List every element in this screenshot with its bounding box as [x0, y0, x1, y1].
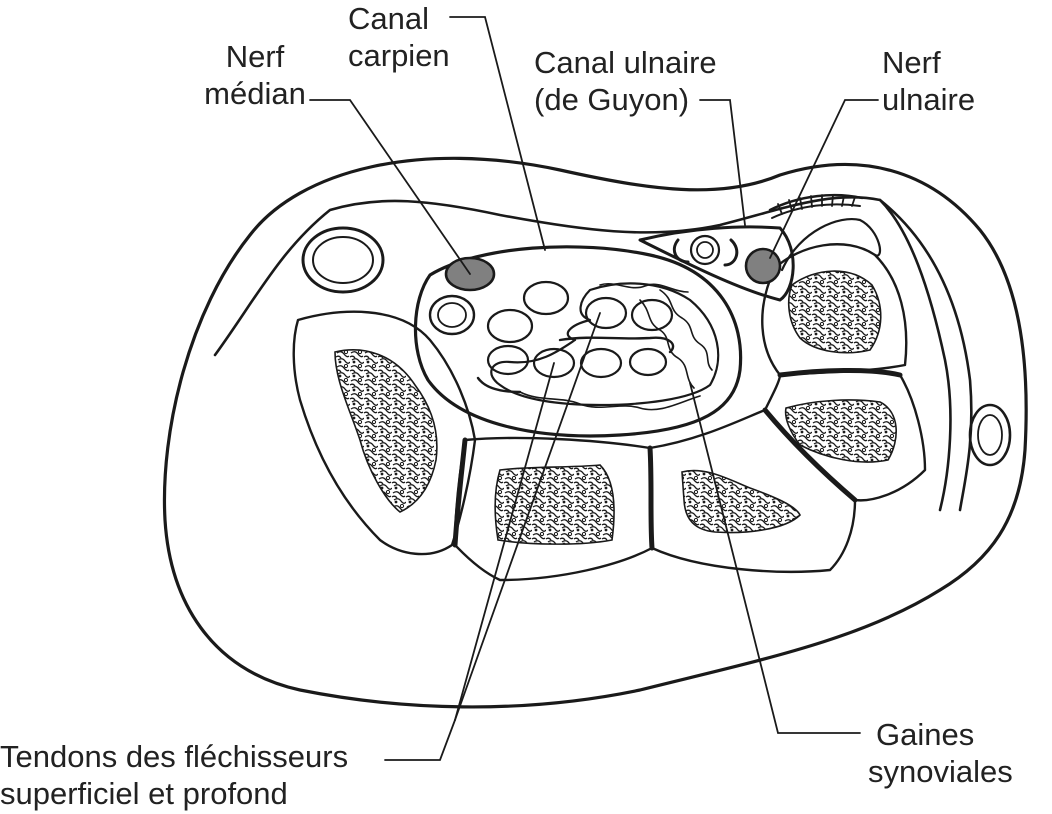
- label-nerf-median-line2: médian: [204, 76, 306, 111]
- synovial-sheath: [490, 282, 720, 407]
- carpal-3-medulla: [784, 399, 897, 463]
- leader-canal-ulnaire: [699, 99, 746, 226]
- label-canal-ulnaire: Canal ulnaire (de Guyon): [534, 44, 717, 118]
- label-tendons: Tendons des fléchisseurs superficiel et …: [0, 738, 348, 812]
- radius-bone: [292, 310, 477, 556]
- label-canal-carpien-line1: Canal: [348, 1, 429, 36]
- flexor-tendon: [628, 347, 668, 377]
- label-gaines-synoviales: Gaines synoviales: [868, 716, 1013, 790]
- pisiform-bone: [761, 243, 908, 377]
- flexor-tendon: [486, 344, 530, 376]
- label-nerf-median-line1: Nerf: [225, 39, 285, 74]
- flexor-tendon: [579, 347, 623, 379]
- inner-tissue-line: [213, 196, 973, 512]
- label-tendons-line2: superficiel et profond: [0, 776, 288, 811]
- flexor-pollicis-tendon: [428, 294, 476, 336]
- radial-artery: [301, 226, 385, 294]
- flexor-tendon: [584, 296, 628, 330]
- flexor-tendon: [532, 347, 576, 379]
- skin-outline: [162, 156, 1028, 709]
- label-canal-carpien: Canal carpien: [348, 0, 450, 74]
- label-nerf-ulnaire: Nerf ulnaire: [882, 44, 975, 118]
- flexor-tendon: [630, 298, 674, 332]
- leader-tendons: [384, 719, 456, 761]
- radius-medulla: [334, 349, 438, 513]
- label-nerf-median: Nerf médian: [200, 38, 310, 112]
- leader-nerf-ulnaire: [769, 99, 879, 259]
- flexor-tendon: [486, 308, 534, 344]
- ulnar-nerve: [744, 247, 782, 285]
- ulnar-canal-outline: [638, 225, 795, 302]
- pisiform-medulla: [787, 270, 882, 354]
- carpal-tunnel-outline: [413, 245, 743, 438]
- leader-canal-carpien: [449, 16, 546, 251]
- label-canal-ulnaire-line2: (de Guyon): [534, 82, 690, 117]
- carpal-2-medulla: [681, 469, 801, 534]
- label-nerf-ulnaire-line1: Nerf: [882, 45, 941, 80]
- label-nerf-ulnaire-line2: ulnaire: [882, 82, 976, 117]
- label-gaines-line1: Gaines: [876, 717, 975, 752]
- leader-nerf-median: [309, 99, 471, 275]
- ulnar-vein: [968, 403, 1012, 467]
- leader-gaines: [689, 382, 861, 734]
- label-gaines-line2: synoviales: [868, 754, 1013, 789]
- label-canal-ulnaire-line1: Canal ulnaire: [534, 45, 717, 80]
- label-canal-carpien-line2: carpien: [348, 38, 450, 73]
- flexor-tendon: [522, 280, 570, 316]
- carpal-1-medulla: [494, 464, 615, 545]
- label-tendons-line1: Tendons des fléchisseurs: [0, 739, 349, 774]
